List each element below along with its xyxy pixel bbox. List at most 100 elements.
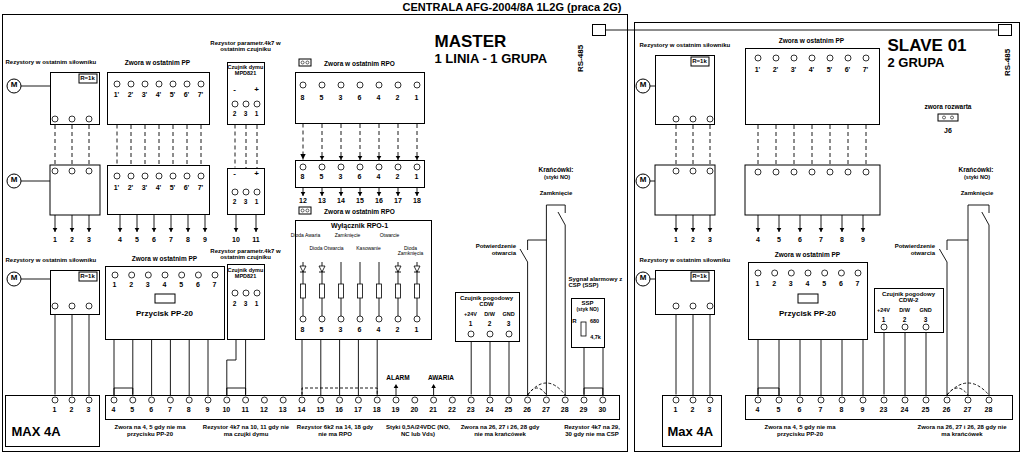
terminal-number: 3 <box>339 173 343 181</box>
terminal-screw <box>690 397 696 403</box>
weather-sensor-box: Czujnik pogodowy CDW-2+24VD/WGND123 <box>874 288 944 333</box>
terminal-screw <box>357 164 363 170</box>
terminal-number: 13 <box>279 406 287 414</box>
terminal-number: 6 <box>149 406 153 414</box>
terminal-screw <box>86 303 92 309</box>
terminal-screw <box>243 290 249 296</box>
terminal-screw <box>902 324 908 330</box>
terminal-screw <box>318 397 324 403</box>
terminal-number: 7 <box>819 236 823 244</box>
terminal-screw <box>414 164 420 170</box>
arrowhead <box>377 192 382 196</box>
motor-wire <box>21 181 50 182</box>
terminal-screw <box>86 116 92 122</box>
terminal-screw <box>52 116 58 122</box>
terminal-screw <box>130 397 136 403</box>
component-label: R=1k <box>692 273 707 280</box>
connector <box>117 125 118 165</box>
terminal-screw <box>690 168 696 174</box>
jumper <box>528 383 566 395</box>
led-symbol <box>395 266 401 272</box>
terminal-screw <box>673 397 679 403</box>
terminal-screw <box>338 316 344 322</box>
component-label: R=1k <box>80 75 95 82</box>
terminal-screw <box>319 82 325 88</box>
connector <box>245 340 246 395</box>
terminal-screw <box>468 331 474 337</box>
wire <box>509 342 510 395</box>
terminal-screw <box>822 270 828 276</box>
wire <box>863 340 864 395</box>
terminal-number: 5 <box>320 173 324 181</box>
component-label: Czujnik dymu MPD821 <box>228 64 264 76</box>
terminal-screw <box>487 331 493 337</box>
terminal-number: 7 <box>169 236 173 244</box>
terminal-screw <box>468 397 474 403</box>
component-label: Max 4A <box>668 425 714 440</box>
terminal-screw <box>543 397 549 403</box>
wire <box>989 225 990 395</box>
terminal-screw <box>337 397 343 403</box>
terminal-number: 23 <box>467 406 475 414</box>
wire <box>926 333 927 395</box>
terminal-screw <box>923 397 929 403</box>
terminal-screw <box>86 168 92 174</box>
jumper-symbol <box>299 207 311 214</box>
terminal-screw <box>600 397 606 403</box>
component-label: R=1k <box>692 58 707 65</box>
motor-symbol <box>636 174 650 188</box>
resistor-symbol <box>339 284 344 298</box>
terminal-number: 3 <box>924 316 928 323</box>
terminal-screw <box>162 272 168 278</box>
component-label: Zwora w ostatnim PP <box>775 251 840 258</box>
wire <box>693 125 694 165</box>
terminal-screw <box>673 168 679 174</box>
terminal-screw <box>52 168 58 174</box>
component-label: R <box>572 318 576 325</box>
component-label: Otwarcie <box>371 233 409 239</box>
terminal-number: 3 <box>87 406 91 414</box>
wire <box>800 340 801 395</box>
arrowhead <box>203 228 208 232</box>
terminal-screw <box>184 173 190 179</box>
terminal-number: 3 <box>789 280 793 288</box>
annotation: Krańcówki: <box>538 166 573 173</box>
terminal-number: 3 <box>87 236 91 244</box>
terminal-number: 4' <box>156 184 162 192</box>
arrowhead <box>691 228 696 232</box>
arrowhead <box>70 228 75 232</box>
alarm-signal-box: Sygnał alarmowy z CSP (SSP)SSP(styk NO)R… <box>571 298 605 348</box>
component-label: Dioda Zamknięcia <box>392 246 430 257</box>
terminal-number: 8 <box>301 326 305 334</box>
resistor-symbol <box>415 284 420 298</box>
terminal-number: 26 <box>523 406 531 414</box>
terminal-number: 21 <box>429 406 437 414</box>
terminal-number: 2 <box>70 236 74 244</box>
terminal-number: 9 <box>861 406 865 414</box>
component-label: Rezystor parametr.4k7 w ostatnim czujnik… <box>206 248 286 261</box>
arrowhead <box>320 192 325 196</box>
terminal-screw <box>838 270 844 276</box>
terminal-screw <box>142 173 148 179</box>
motor-wire <box>21 279 50 280</box>
terminal-screw <box>300 82 306 88</box>
terminal-screw <box>845 55 851 61</box>
wire <box>490 342 491 395</box>
terminal-screw <box>128 81 134 87</box>
terminal-number: 2 <box>903 316 907 323</box>
terminal-number: 8 <box>301 173 305 181</box>
wire <box>848 125 849 165</box>
annotation: Zwora na 4, 5 gdy nie ma przycisku PP-20 <box>102 424 198 437</box>
jumper-box-pp: Zwora w ostatnim PP1'2'3'4'5'6'7' <box>745 48 880 125</box>
terminal-number: 2 <box>691 406 695 414</box>
terminal-screw <box>243 397 249 403</box>
terminal-screw <box>254 290 260 296</box>
component-label: D/W <box>484 311 495 317</box>
component-label: Zwora w ostatnim PP <box>125 59 190 66</box>
terminal-screw <box>86 397 92 403</box>
component-label: Zwora w ostatnim PP <box>132 255 197 262</box>
rpo-switch-box: Zwora w ostatnim RPOWyłącznik RPO-1Dioda… <box>295 220 432 340</box>
terminal-number: 27 <box>542 406 550 414</box>
jumper-pin <box>951 116 954 119</box>
terminal-screw <box>827 169 833 175</box>
